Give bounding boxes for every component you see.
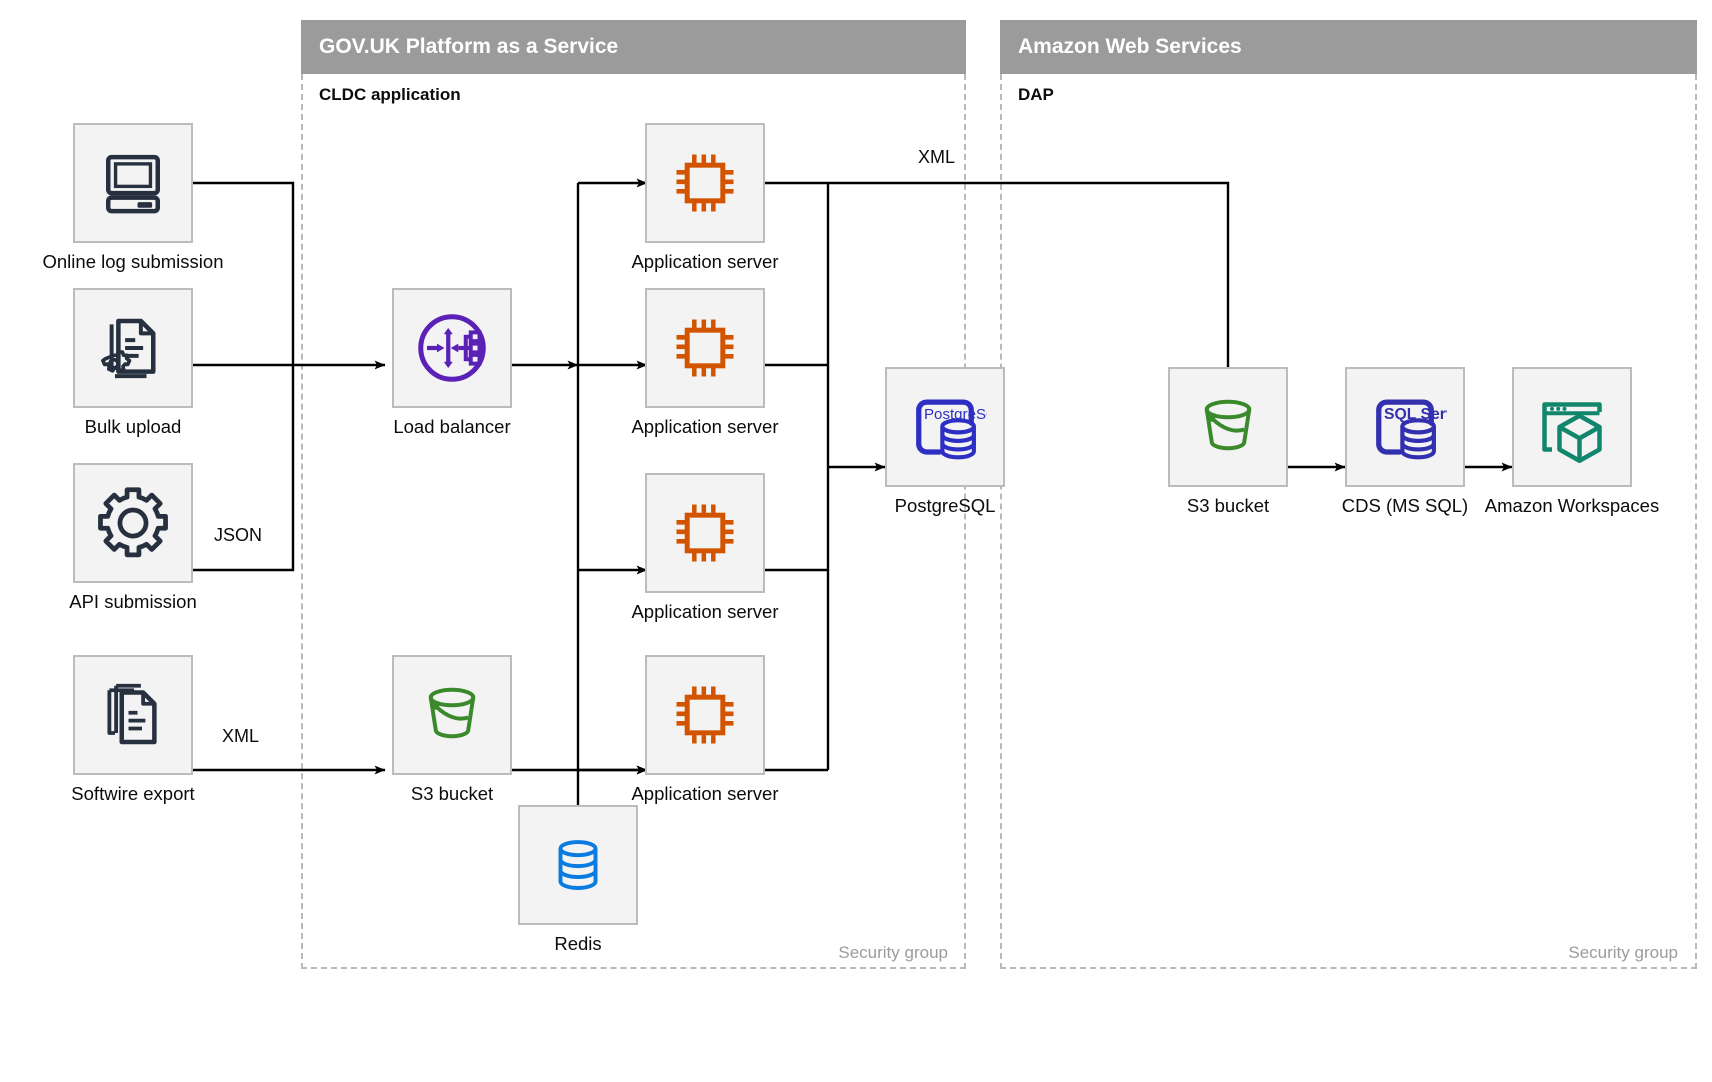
node-application-server-3[interactable]: Application server xyxy=(631,473,779,622)
node-load-balancer[interactable]: Load balancer xyxy=(392,288,512,437)
load-balancer-label: Load balancer xyxy=(393,416,511,437)
node-postgresql[interactable]: PostgreSQL PostgreSQL xyxy=(885,367,1005,516)
security-group-aws xyxy=(1000,74,1697,969)
api-submission-iconbox xyxy=(73,463,193,583)
application-server-4-label: Application server xyxy=(631,783,779,804)
node-amazon-workspaces[interactable]: Amazon Workspaces xyxy=(1485,367,1659,516)
amazon-workspaces-icon xyxy=(1542,402,1602,463)
node-softwire-export[interactable]: Softwire export xyxy=(71,655,195,804)
cpu-chip-icon xyxy=(676,686,734,744)
postgresql-icon-text: PostgreSQL xyxy=(924,406,987,423)
postgresql-iconbox: PostgreSQL xyxy=(885,367,1005,487)
security-group-paas xyxy=(301,74,966,969)
s3-bucket-aws-label: S3 bucket xyxy=(1186,495,1270,516)
node-application-server-1[interactable]: Application server xyxy=(631,123,779,272)
application-server-3-label: Application server xyxy=(631,601,779,622)
postgresql-icon: PostgreSQL xyxy=(916,399,987,460)
bulk-upload-iconbox xyxy=(73,288,193,408)
application-server-4-iconbox xyxy=(645,655,765,775)
redis-database-icon xyxy=(558,840,598,890)
cpu-chip-icon xyxy=(676,154,734,212)
node-redis[interactable]: Redis xyxy=(518,805,638,954)
application-server-1-label: Application server xyxy=(631,251,779,272)
online-log-submission-label: Online log submission xyxy=(42,251,224,272)
node-application-server-2[interactable]: Application server xyxy=(631,288,779,437)
softwire-export-label: Softwire export xyxy=(71,783,195,804)
node-bulk-upload[interactable]: Bulk upload xyxy=(73,288,193,437)
s3-bucket-icon xyxy=(1204,399,1252,451)
application-server-1-iconbox xyxy=(645,123,765,243)
document-gear-icon xyxy=(101,318,156,379)
paas-security-group-footer: Security group xyxy=(838,943,948,962)
cds-ms-sql-label: CDS (MS SQL) xyxy=(1341,495,1469,516)
group-header-aws-label: Amazon Web Services xyxy=(1018,35,1242,58)
node-s3-bucket-aws[interactable]: S3 bucket xyxy=(1168,367,1288,516)
desktop-computer-icon xyxy=(106,154,160,214)
paas-subtitle: CLDC application xyxy=(319,85,461,104)
application-server-3-iconbox xyxy=(645,473,765,593)
node-cds-ms-sql[interactable]: SQL Server CDS (MS SQL) xyxy=(1342,367,1468,516)
aws-security-group-footer: Security group xyxy=(1568,943,1678,962)
redis-iconbox xyxy=(518,805,638,925)
edge-label-softwire-xml: XML xyxy=(222,726,260,746)
edge-label-json: JSON xyxy=(214,525,263,545)
application-server-2-iconbox xyxy=(645,288,765,408)
bulk-upload-label: Bulk upload xyxy=(84,416,182,437)
group-header-paas: GOV.UK Platform as a Service xyxy=(301,20,966,74)
cpu-chip-icon xyxy=(676,319,734,377)
node-online-log-submission[interactable]: Online log submission xyxy=(43,123,223,272)
group-header-aws: Amazon Web Services xyxy=(1000,20,1697,74)
sql-server-icon-text: SQL Server xyxy=(1384,406,1447,423)
load-balancer-iconbox xyxy=(392,288,512,408)
amazon-workspaces-iconbox xyxy=(1512,367,1632,487)
s3-bucket-icon xyxy=(428,687,476,739)
load-balancer-icon xyxy=(418,314,486,382)
edge-label-app-to-s3-xml: XML xyxy=(918,147,956,167)
cpu-chip-icon xyxy=(676,504,734,562)
s3-bucket-aws-iconbox xyxy=(1168,367,1288,487)
online-log-submission-iconbox xyxy=(73,123,193,243)
document-stack-icon xyxy=(107,683,157,745)
postgresql-label: PostgreSQL xyxy=(894,495,996,516)
s3-bucket-paas-label: S3 bucket xyxy=(410,783,494,804)
node-api-submission[interactable]: API submission xyxy=(69,463,197,612)
cds-ms-sql-iconbox: SQL Server xyxy=(1345,367,1465,487)
group-header-paas-label: GOV.UK Platform as a Service xyxy=(319,35,619,58)
api-submission-label: API submission xyxy=(69,591,197,612)
redis-label: Redis xyxy=(554,933,602,954)
aws-subtitle: DAP xyxy=(1018,85,1054,104)
amazon-workspaces-label: Amazon Workspaces xyxy=(1484,495,1660,516)
gear-icon xyxy=(98,487,168,558)
s3-bucket-paas-iconbox xyxy=(392,655,512,775)
node-s3-bucket-paas[interactable]: S3 bucket xyxy=(392,655,512,804)
sql-server-icon: SQL Server xyxy=(1376,399,1447,460)
node-application-server-4[interactable]: Application server xyxy=(631,655,779,804)
application-server-2-label: Application server xyxy=(631,416,779,437)
softwire-export-iconbox xyxy=(73,655,193,775)
